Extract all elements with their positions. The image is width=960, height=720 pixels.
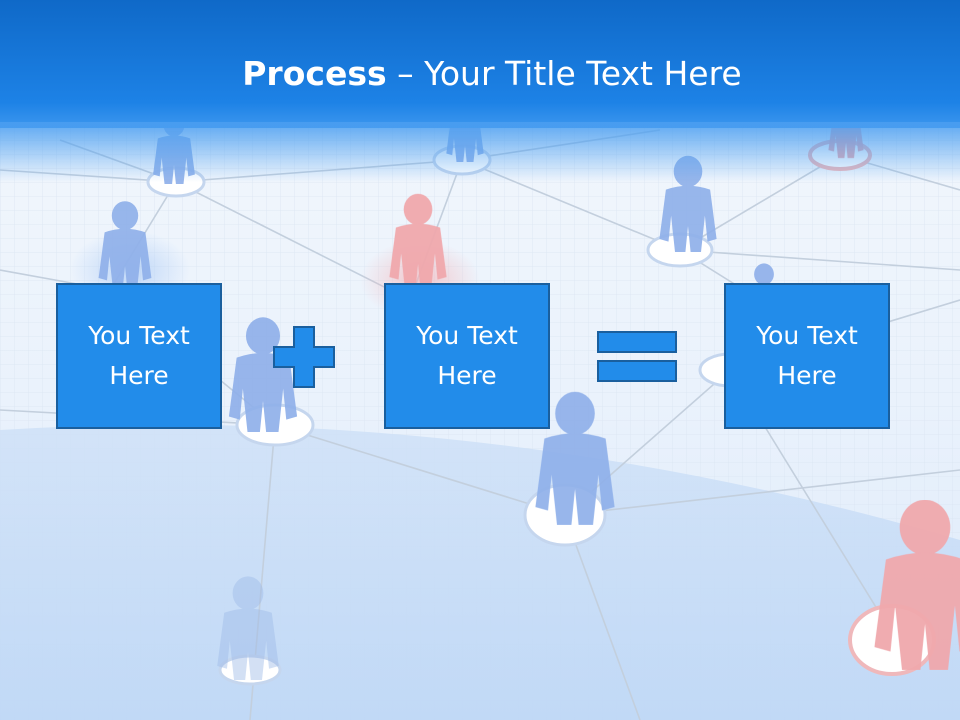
title-bar-fade	[0, 122, 960, 182]
process-box-1-text: You Text Here	[88, 321, 190, 390]
title-bar	[0, 0, 960, 128]
slide-title[interactable]: Process – Your Title Text Here	[0, 52, 960, 96]
process-box-2-text: You Text Here	[416, 321, 518, 390]
process-box-2[interactable]: You Text Here	[384, 283, 550, 429]
process-box-1[interactable]: You Text Here	[56, 283, 222, 429]
process-box-3[interactable]: You Text Here	[724, 283, 890, 429]
process-box-3-text: You Text Here	[756, 321, 858, 390]
plus-icon[interactable]	[272, 325, 336, 389]
equals-icon[interactable]	[596, 330, 678, 384]
title-bold-text: Process	[242, 54, 387, 93]
title-rest-text: – Your Title Text Here	[386, 54, 742, 93]
